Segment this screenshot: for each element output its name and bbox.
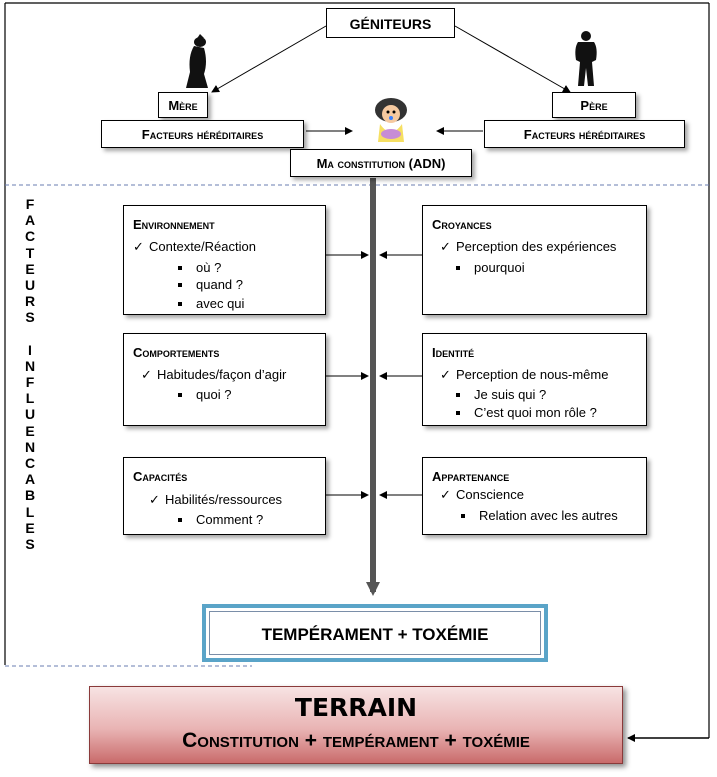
appartenance-box: Appartenance ✓Conscience Relation avec l… [422,457,647,535]
side-letter: A [24,471,36,488]
side-letter: L [25,390,35,407]
father-statue-icon [575,31,597,86]
terrain-subtitle: Constitution + tempérament + toxémie [182,729,530,752]
geniteurs-box: GÉNITEURS [326,8,455,38]
temperament-label: TEMPÉRAMENT + TOXÉMIE [261,625,489,644]
side-letter [18,326,42,342]
baby-icon [375,98,407,142]
bullet-icon [178,301,182,306]
croyances-box: Croyances ✓Perception des expériences po… [422,205,647,315]
side-letter: E [25,422,35,439]
terrain-title: TERRAIN [294,693,418,722]
pere-box: Père [552,92,636,118]
comportements-box: Comportements ✓Habitudes/façon d’agir qu… [123,333,326,426]
bullet-icon [178,392,182,397]
side-letter: N [24,438,36,455]
capacites-box: Capacités ✓Habilités/ressources Comment … [123,457,326,535]
check-icon: ✓ [133,239,144,254]
side-letter: F [25,196,35,212]
check-icon: ✓ [440,367,451,382]
side-letter: N [24,357,36,374]
check-icon: ✓ [440,239,451,254]
facteurs-hereditaires-left: Facteurs héréditaires [101,120,304,148]
side-letter: S [25,535,35,552]
bullet-icon [178,282,182,287]
bullet-icon [456,265,460,270]
mere-box: Mère [158,92,208,118]
mere-label: Mère [168,98,198,113]
mother-statue-icon [186,34,208,88]
facteurs-hereditaires-right: Facteurs héréditaires [484,120,685,148]
side-letter: B [24,487,36,504]
check-icon: ✓ [141,367,152,382]
bullet-icon [178,517,182,522]
side-letter: U [24,276,36,293]
side-letter: L [25,503,35,520]
identite-box: Identité ✓Perception de nous-même Je sui… [422,333,647,426]
side-letter: E [25,519,35,536]
terrain-box: TERRAIN Constitution + tempérament + tox… [89,686,623,764]
side-letter: I [28,341,32,358]
side-letter: F [25,374,35,391]
bullet-icon [178,265,182,270]
side-letter: U [24,406,36,423]
bullet-icon [461,513,465,518]
temperament-box: TEMPÉRAMENT + TOXÉMIE [202,604,548,662]
environnement-box: Environnement ✓Contexte/Réaction où ? qu… [123,205,326,315]
constitution-box: Ma constitution (ADN) [290,149,472,177]
bullet-icon [456,410,460,415]
check-icon: ✓ [149,492,160,507]
side-letter: S [25,309,35,326]
side-letter: A [24,212,36,229]
pere-label: Père [580,98,608,113]
side-letter: E [25,260,35,277]
geniteurs-label: GÉNITEURS [349,16,432,32]
side-letter: C [24,228,36,245]
side-letter: T [25,244,35,261]
bullet-icon [456,392,460,397]
side-letter: C [24,455,36,471]
check-icon: ✓ [440,487,451,502]
side-letter: R [24,293,36,310]
